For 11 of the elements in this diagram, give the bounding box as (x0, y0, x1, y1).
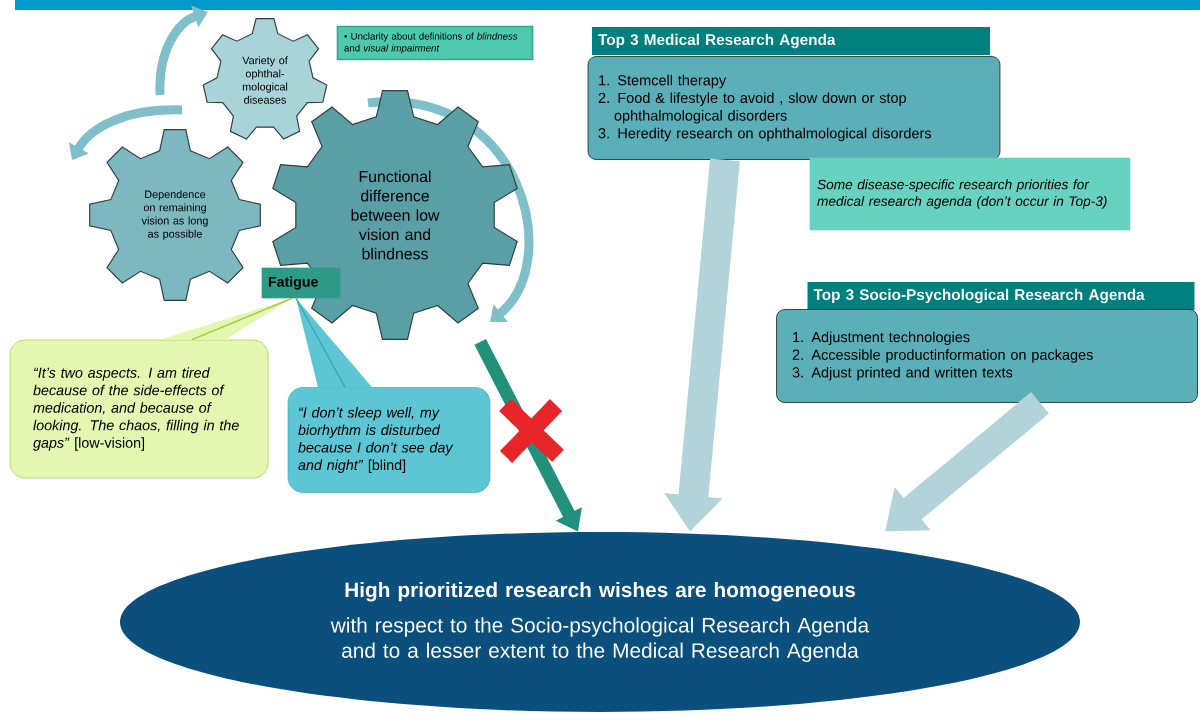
leader-line (295, 297, 346, 388)
note-box: • Unclarity about definitions of blindness and visual impairment (336, 25, 534, 61)
agenda-box: 1. Stemcell therapy 2. Food & lifestyle to avoid , slow down or stop ophthalmological disorders 3. Heredity research on ophthalmological disorders (587, 56, 1001, 160)
label-box: Fatigue (261, 267, 341, 299)
agenda-header: Top 3 Medical Research Agenda (592, 27, 990, 55)
agenda-box: 1. Adjustment technologies 2. Accessible productinformation on packages 3. Adjust printed and written texts (776, 309, 1198, 403)
agenda-header: Top 3 Socio-Psychological Research Agenda (807, 282, 1195, 310)
leader-line (191, 297, 293, 341)
gear: Dependence on remaining vision as long as possible (89, 129, 261, 301)
gear: Variety of ophthal- mological diseases (202, 18, 328, 140)
note-box: Some disease-specific research priorities for medical research agenda (don’t occur in Top-3) (809, 157, 1131, 231)
